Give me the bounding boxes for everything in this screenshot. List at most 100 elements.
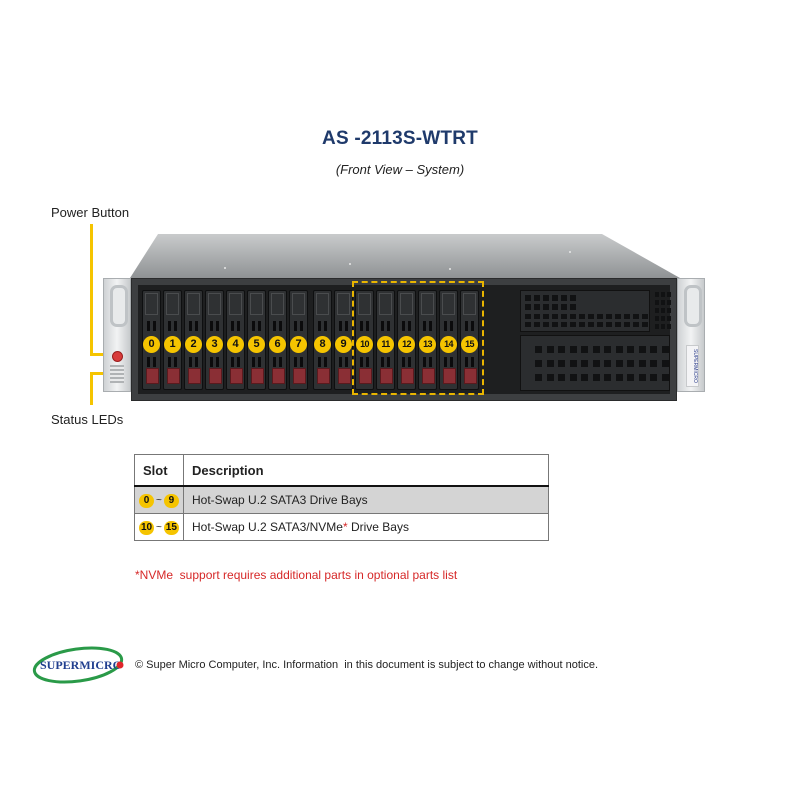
vent-hole [570, 314, 576, 319]
drive-bay[interactable]: 10 [355, 290, 374, 390]
drive-bay[interactable]: 11 [376, 290, 395, 390]
power-button[interactable] [112, 351, 123, 362]
bay-vent [465, 357, 468, 367]
bay-release-latch[interactable] [272, 368, 285, 384]
bay-release-latch[interactable] [188, 368, 201, 384]
bay-grip [421, 293, 434, 315]
bay-number-badge: 13 [419, 336, 436, 353]
nvme-footnote: *NVMe support requires additional parts … [135, 568, 458, 582]
slot-column-header: Slot [134, 454, 184, 487]
bay-vent [423, 321, 426, 331]
vent-hole [650, 360, 657, 367]
vent-hole [655, 308, 659, 313]
drive-bay[interactable]: 2 [184, 290, 203, 390]
drive-bay[interactable]: 15 [460, 290, 479, 390]
vent-hole [525, 304, 531, 310]
vent-hole [546, 360, 554, 367]
drive-bay[interactable]: 13 [418, 290, 437, 390]
drive-bay[interactable]: 1 [163, 290, 182, 390]
bay-release-latch[interactable] [317, 368, 330, 384]
vent-hole [650, 346, 657, 353]
bay-release-latch[interactable] [464, 368, 477, 384]
bay-release-latch[interactable] [422, 368, 435, 384]
slot-badge-end: 9 [163, 494, 179, 508]
left-handle[interactable] [110, 285, 128, 327]
vent-hole [667, 308, 671, 313]
drive-bay[interactable]: 12 [397, 290, 416, 390]
bay-vent [345, 321, 348, 331]
bay-vent [237, 321, 240, 331]
vent-hole [661, 316, 665, 321]
vent-hole [592, 360, 600, 367]
bay-grip [145, 293, 158, 315]
vent-hole [534, 314, 540, 319]
bay-grip [208, 293, 221, 315]
drive-bay[interactable]: 14 [439, 290, 458, 390]
table-header-row: Slot Description [134, 454, 549, 487]
drive-bay[interactable]: 9 [334, 290, 353, 390]
vent-hole [604, 374, 611, 381]
bay-release-latch[interactable] [209, 368, 222, 384]
vent-hole [581, 374, 588, 381]
vent-hole [655, 292, 659, 297]
bay-vent [381, 357, 384, 367]
table-row: 10~15 Hot-Swap U.2 SATA3/NVMe* Drive Bay… [134, 513, 549, 541]
bay-vent [429, 357, 432, 367]
bay-vent [273, 357, 276, 367]
bay-number-badge: 9 [335, 336, 352, 353]
power-button-leader-horizontal [90, 353, 112, 356]
range-separator: ~ [156, 522, 162, 533]
bay-release-latch[interactable] [401, 368, 414, 384]
bay-release-latch[interactable] [443, 368, 456, 384]
drive-bay[interactable]: 7 [289, 290, 308, 390]
description-text: Hot-Swap U.2 SATA3 Drive Bays [192, 493, 368, 507]
bay-release-latch[interactable] [338, 368, 351, 384]
lower-vent-panel [520, 335, 670, 391]
slot-range: 0~9 [134, 485, 184, 514]
bay-release-latch[interactable] [251, 368, 264, 384]
drive-bay[interactable]: 4 [226, 290, 245, 390]
vent-hole [597, 314, 603, 319]
vent-hole [655, 316, 659, 321]
bay-vent [471, 357, 474, 367]
bay-release-latch[interactable] [359, 368, 372, 384]
vent-hole [534, 304, 540, 310]
bay-number-badge: 10 [356, 336, 373, 353]
vent-hole [543, 304, 549, 310]
bay-vent [318, 357, 321, 367]
vent-hole [667, 316, 671, 321]
bay-vent [258, 357, 261, 367]
side-vent [654, 290, 672, 332]
bay-vent [168, 321, 171, 331]
bay-vent [231, 321, 234, 331]
vent-hole [661, 346, 669, 353]
bay-vent [231, 357, 234, 367]
right-rack-ear: SUPERMICRO [677, 278, 705, 392]
bay-vent [324, 357, 327, 367]
drive-bay[interactable]: 3 [205, 290, 224, 390]
bay-vent [339, 357, 342, 367]
bay-vent [279, 357, 282, 367]
drive-bay[interactable]: 5 [247, 290, 266, 390]
bay-release-latch[interactable] [380, 368, 393, 384]
drive-bay[interactable]: 0 [142, 290, 161, 390]
vent-hole [661, 374, 669, 381]
vent-hole [534, 295, 540, 301]
bay-release-latch[interactable] [230, 368, 243, 384]
bay-grip [229, 293, 242, 315]
right-handle[interactable] [684, 285, 702, 327]
bay-vent [273, 321, 276, 331]
bay-release-latch[interactable] [293, 368, 306, 384]
drive-bay[interactable]: 8 [313, 290, 332, 390]
description-text: Hot-Swap U.2 SATA3/NVMe [192, 520, 343, 534]
bay-number-badge: 11 [377, 336, 394, 353]
bay-release-latch[interactable] [167, 368, 180, 384]
bay-release-latch[interactable] [146, 368, 159, 384]
chassis-top-cover [130, 234, 680, 278]
bay-grip [442, 293, 455, 315]
bay-number-badge: 14 [440, 336, 457, 353]
vent-hole [561, 295, 567, 301]
vent-hole [627, 346, 634, 353]
drive-bay[interactable]: 6 [268, 290, 287, 390]
vent-hole [606, 314, 612, 319]
